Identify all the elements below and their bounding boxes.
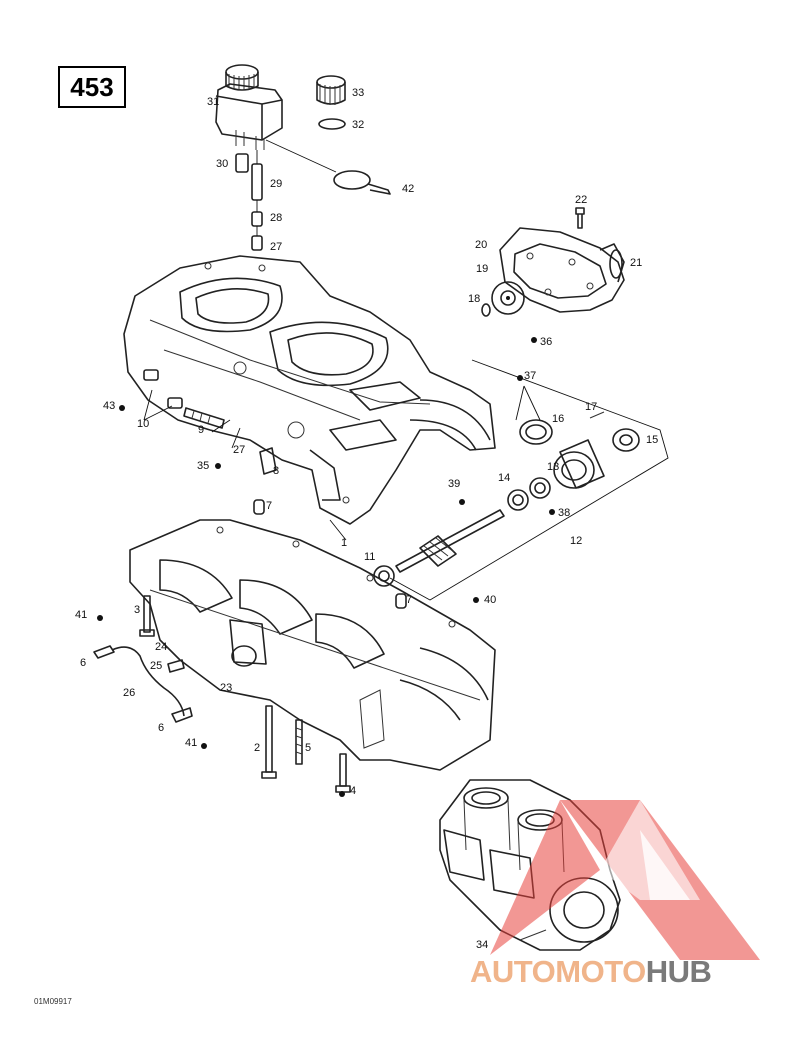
callout-c4: 4 xyxy=(350,785,356,797)
callout-c18: 18 xyxy=(468,293,480,305)
oil-hose-set xyxy=(235,150,263,251)
balance-shaft xyxy=(395,509,505,573)
callout-c13: 13 xyxy=(547,461,559,473)
callout-c5: 5 xyxy=(305,742,311,754)
callout-c19: 19 xyxy=(476,263,488,275)
lower-crankcase xyxy=(129,519,496,771)
hose-clamp xyxy=(333,170,391,195)
callout-c27a: 27 xyxy=(270,241,282,253)
watermark-text-automoto: AUTOMOTO xyxy=(470,954,646,989)
callout-c27b: 27 xyxy=(233,444,245,456)
callout-c10: 10 xyxy=(137,418,149,430)
callout-c8: 8 xyxy=(273,465,279,477)
sealant-drop-38 xyxy=(549,509,555,515)
cap-gasket xyxy=(318,118,346,130)
callout-c42: 42 xyxy=(402,183,414,195)
callout-c43: 43 xyxy=(103,400,115,412)
callout-c16: 16 xyxy=(552,413,564,425)
callout-c21: 21 xyxy=(630,257,642,269)
callout-c39: 39 xyxy=(448,478,460,490)
callout-c7a: 7 xyxy=(266,500,272,512)
page-number: 453 xyxy=(70,71,114,102)
callout-c41a: 41 xyxy=(75,609,87,621)
callout-c31: 31 xyxy=(207,96,219,108)
callout-c15: 15 xyxy=(646,434,658,446)
callout-c29: 29 xyxy=(270,178,282,190)
dowel-7b xyxy=(395,593,407,609)
callout-c6b: 6 xyxy=(158,722,164,734)
callout-c23: 23 xyxy=(220,682,232,694)
plug-8 xyxy=(259,447,277,475)
oil-reservoir xyxy=(215,64,283,150)
callout-c41b: 41 xyxy=(185,737,197,749)
callout-c32: 32 xyxy=(352,119,364,131)
callout-c2: 2 xyxy=(254,742,260,754)
callout-c37: 37 xyxy=(524,370,536,382)
callout-c26: 26 xyxy=(123,687,135,699)
callout-c34: 34 xyxy=(476,939,488,951)
sealant-drop-37 xyxy=(517,375,523,381)
callout-c12: 12 xyxy=(570,535,582,547)
callout-c24: 24 xyxy=(155,641,167,653)
pump-bolt xyxy=(575,207,585,229)
callout-c3: 3 xyxy=(134,604,140,616)
callout-c7b: 7 xyxy=(406,594,412,606)
sealant-drop-4 xyxy=(339,791,345,797)
pump-seal-ring xyxy=(481,303,491,317)
fitting-set xyxy=(143,369,225,429)
bearing-11 xyxy=(373,565,395,587)
sealant-drop-40 xyxy=(473,597,479,603)
callout-c20: 20 xyxy=(475,239,487,251)
impeller xyxy=(491,281,525,315)
page-number-box: 453 xyxy=(58,66,126,108)
callout-c35: 35 xyxy=(197,460,209,472)
callout-c17: 17 xyxy=(585,401,597,413)
sealant-drop-43 xyxy=(119,405,125,411)
water-pump-housing xyxy=(499,227,625,313)
callout-c9: 9 xyxy=(198,424,204,436)
callout-c22: 22 xyxy=(575,194,587,206)
upper-crankcase xyxy=(123,255,496,525)
dowel-7a xyxy=(253,499,265,515)
callout-c40: 40 xyxy=(484,594,496,606)
sealant-drop-41a xyxy=(97,615,103,621)
drawing-code: 01M09917 xyxy=(34,997,72,1006)
callout-c11: 11 xyxy=(364,551,375,563)
sensor-harness xyxy=(93,645,193,723)
watermark-text: AUTOMOTOHUB xyxy=(470,954,712,990)
sealant-drop-39 xyxy=(459,499,465,505)
callout-c25: 25 xyxy=(150,660,162,672)
callout-c30: 30 xyxy=(216,158,228,170)
callout-c1: 1 xyxy=(341,537,347,549)
callout-c36: 36 xyxy=(540,336,552,348)
sealant-drop-36 xyxy=(531,337,537,343)
bearing-housing-group xyxy=(389,359,669,601)
reservoir-cap xyxy=(316,75,346,105)
watermark-logo xyxy=(490,800,760,960)
sealant-drop-35 xyxy=(215,463,221,469)
sealant-drop-41b xyxy=(201,743,207,749)
watermark-text-hub: HUB xyxy=(645,954,712,989)
callout-c14: 14 xyxy=(498,472,510,484)
callout-c6a: 6 xyxy=(80,657,86,669)
callout-c28: 28 xyxy=(270,212,282,224)
callout-c33: 33 xyxy=(352,87,364,99)
callout-c38: 38 xyxy=(558,507,570,519)
